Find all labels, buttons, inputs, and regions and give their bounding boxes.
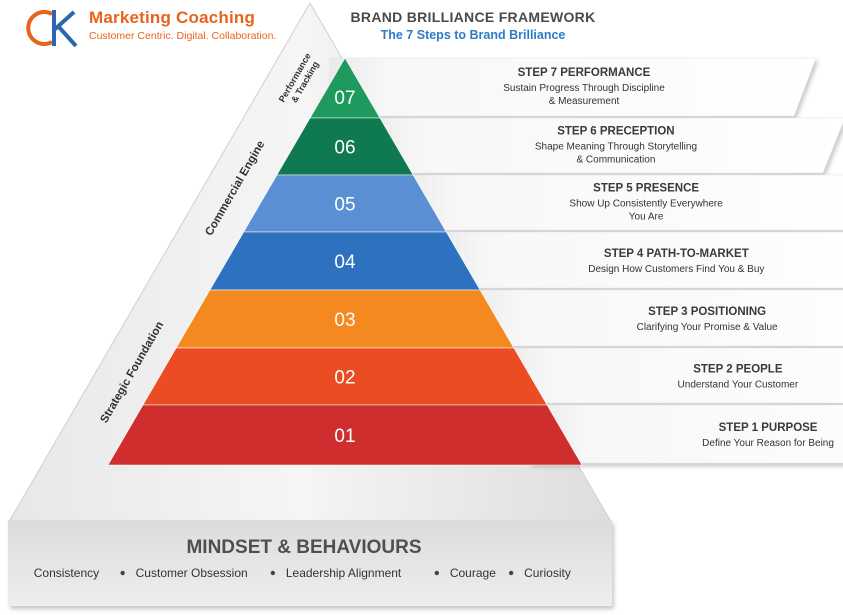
step-04-desc-line1: Design How Customers Find You & Buy <box>588 264 764 275</box>
brand-block: Marketing Coaching Customer Centric. Dig… <box>89 8 276 42</box>
mindset-title: MINDSET & BEHAVIOURS <box>186 537 421 558</box>
pyramid-bands: 07 06 05 04 03 02 01 <box>107 57 583 466</box>
logo-mark <box>22 6 86 55</box>
step-03-card: STEP 3 POSITIONING Clarifying Your Promis… <box>461 289 843 347</box>
step-07-band: 07 <box>309 57 381 119</box>
step-02-number: 02 <box>334 368 355 389</box>
brand-name: Marketing Coaching <box>89 8 256 27</box>
step-03-title: STEP 3 POSITIONING <box>648 306 766 318</box>
step-03-desc-line1: Clarifying Your Promise & Value <box>637 322 778 333</box>
framework-title: BRAND BRILLIANCE FRAMEWORK <box>350 9 596 25</box>
step-02-title: STEP 2 PEOPLE <box>693 364 783 376</box>
bullet-dot-icon <box>120 570 125 576</box>
step-05-desc-line2: You Are <box>629 212 664 223</box>
step-cards: STEP 7 PERFORMANCE Sustain Progress Throu… <box>326 57 843 464</box>
step-06-number: 06 <box>334 138 355 159</box>
step-05-title: STEP 5 PRESENCE <box>593 183 699 195</box>
step-04-title: STEP 4 PATH-TO-MARKET <box>604 248 749 260</box>
step-02-card: STEP 2 PEOPLE Understand Your Customer <box>495 347 843 404</box>
mindset-item: Courage <box>450 566 496 580</box>
step-04-number: 04 <box>334 252 356 273</box>
brand-tagline: Customer Centric. Digital. Collaboration… <box>89 30 277 42</box>
bullet-dot-icon <box>434 570 440 576</box>
step-02-desc-line1: Understand Your Customer <box>678 380 799 391</box>
step-01-desc-line1: Define Your Reason for Being <box>702 438 834 449</box>
mindset-item: Customer Obsession <box>136 566 248 580</box>
step-07-number: 07 <box>334 88 355 109</box>
step-05-number: 05 <box>334 195 355 216</box>
step-06-desc-line1: Shape Meaning Through Storytelling <box>535 142 697 153</box>
step-04-card: STEP 4 PATH-TO-MARKET Design How Customer… <box>428 231 843 289</box>
step-07-card: STEP 7 PERFORMANCE Sustain Progress Throu… <box>326 57 817 117</box>
mindset-base: MINDSET & BEHAVIOURS Consistency Customer… <box>8 520 612 606</box>
step-07-desc-line2: & Measurement <box>549 96 620 107</box>
step-01-number: 01 <box>334 426 355 447</box>
step-01-title: STEP 1 PURPOSE <box>719 422 818 434</box>
step-06-title: STEP 6 PRECEPTION <box>557 126 674 138</box>
step-05-desc-line1: Show Up Consistently Everywhere <box>569 199 723 210</box>
mindset-item: Curiosity <box>524 566 571 580</box>
mindset-item: Leadership Alignment <box>286 566 402 580</box>
framework-subtitle: The 7 Steps to Brand Brilliance <box>380 28 566 42</box>
step-03-number: 03 <box>334 310 355 331</box>
bullet-dot-icon <box>270 570 276 576</box>
step-01-band: 01 <box>107 404 583 466</box>
step-06-card: STEP 6 PRECEPTION Shape Meaning Through S… <box>361 117 843 174</box>
step-01-card: STEP 1 PURPOSE Define Your Reason for Bei… <box>528 404 843 464</box>
step-03-band: 03 <box>175 289 515 349</box>
mindset-items: Consistency Customer Obsession Leadership … <box>34 566 571 580</box>
bullet-dot-icon <box>508 570 514 576</box>
step-07-desc-line1: Sustain Progress Through Discipline <box>503 83 665 94</box>
step-05-band: 05 <box>243 174 447 233</box>
step-04-band: 04 <box>209 231 481 291</box>
step-06-band: 06 <box>276 117 414 176</box>
step-05-card: STEP 5 PRESENCE Show Up Consistently Ever… <box>394 174 843 231</box>
step-06-desc-line2: & Communication <box>576 155 655 166</box>
step-07-title: STEP 7 PERFORMANCE <box>518 67 651 79</box>
ck-monogram-icon <box>26 10 78 48</box>
step-02-band: 02 <box>142 347 548 406</box>
mindset-item: Consistency <box>34 566 99 580</box>
